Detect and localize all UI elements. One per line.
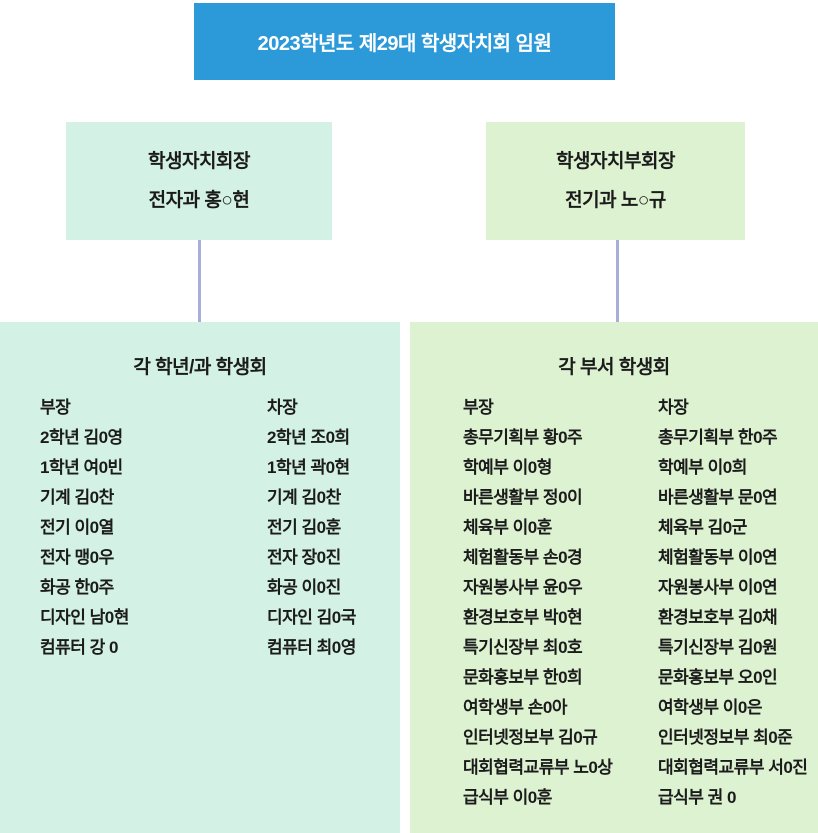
list-item: 컴퓨터 강 0	[40, 638, 118, 657]
panel-title: 각 학년/과 학생회	[133, 357, 267, 378]
list-item: 인터넷정보부 김0규	[463, 728, 598, 747]
list-item: 화공 한0주	[40, 578, 114, 597]
list-item: 2학년 조0희	[267, 428, 350, 447]
list-item: 대회협력교류부 노0상	[463, 758, 613, 777]
list-item: 바른생활부 정0이	[463, 488, 583, 507]
list-item: 바른생활부 문0연	[658, 488, 778, 507]
president-box: 학생자치회장 전자과 홍○현	[66, 122, 332, 240]
list-item: 여학생부 이0은	[658, 698, 763, 717]
panel-title: 각 부서 학생회	[558, 357, 670, 378]
list-item: 여학생부 손0아	[463, 698, 568, 717]
list-item: 1학년 여0빈	[40, 458, 123, 477]
president-name: 전자과 홍○현	[148, 190, 250, 211]
list-item: 체육부 김0군	[658, 518, 747, 537]
list-item: 디자인 남0현	[40, 608, 129, 627]
list-item: 기계 김0찬	[267, 488, 341, 507]
president-role: 학생자치회장	[148, 151, 250, 172]
column-header: 부장	[40, 398, 71, 417]
connector-line-left	[198, 240, 201, 322]
list-item: 자원봉사부 윤0우	[463, 578, 583, 597]
list-item: 자원봉사부 이0연	[658, 578, 778, 597]
list-item: 급식부 이0훈	[463, 788, 552, 807]
list-item: 학예부 이0형	[463, 458, 552, 477]
vice-president-box: 학생자치부회장 전기과 노○규	[486, 122, 745, 240]
connector-line-right	[616, 240, 619, 322]
column-header: 차장	[267, 398, 298, 417]
list-item: 총무기획부 한0주	[658, 428, 778, 447]
list-item: 컴퓨터 최0영	[267, 638, 356, 657]
list-item: 체험활동부 이0연	[658, 548, 778, 567]
vice-president-role: 학생자치부회장	[556, 151, 675, 172]
column-header: 부장	[463, 398, 494, 417]
list-item: 학예부 이0희	[658, 458, 747, 477]
list-item: 2학년 김0영	[40, 428, 123, 447]
list-item: 환경보호부 박0현	[463, 608, 583, 627]
list-item: 체험활동부 손0경	[463, 548, 583, 567]
list-item: 인터넷정보부 최0준	[658, 728, 793, 747]
list-item: 전기 김0훈	[267, 518, 341, 537]
list-item: 문화홍보부 오0인	[658, 668, 778, 687]
list-item: 전자 장0진	[267, 548, 341, 567]
list-item: 전기 이0열	[40, 518, 114, 537]
list-item: 1학년 곽0현	[267, 458, 350, 477]
list-item: 특기신장부 김0원	[658, 638, 778, 657]
list-item: 환경보호부 김0채	[658, 608, 778, 627]
chart-title: 2023학년도 제29대 학생자치회 임원	[257, 33, 552, 55]
list-item: 디자인 김0국	[267, 608, 356, 627]
list-item: 급식부 권 0	[658, 788, 736, 807]
list-item: 기계 김0찬	[40, 488, 114, 507]
list-item: 대회협력교류부 서0진	[658, 758, 808, 777]
list-item: 화공 이0진	[267, 578, 341, 597]
column-header: 차장	[658, 398, 689, 417]
list-item: 특기신장부 최0호	[463, 638, 583, 657]
list-item: 전자 맹0우	[40, 548, 114, 567]
list-item: 체육부 이0훈	[463, 518, 552, 537]
list-item: 총무기획부 황0주	[463, 428, 583, 447]
vice-president-name: 전기과 노○규	[565, 190, 666, 211]
list-item: 문화홍보부 한0희	[463, 668, 583, 687]
chart-title-box: 2023학년도 제29대 학생자치회 임원	[194, 3, 615, 80]
